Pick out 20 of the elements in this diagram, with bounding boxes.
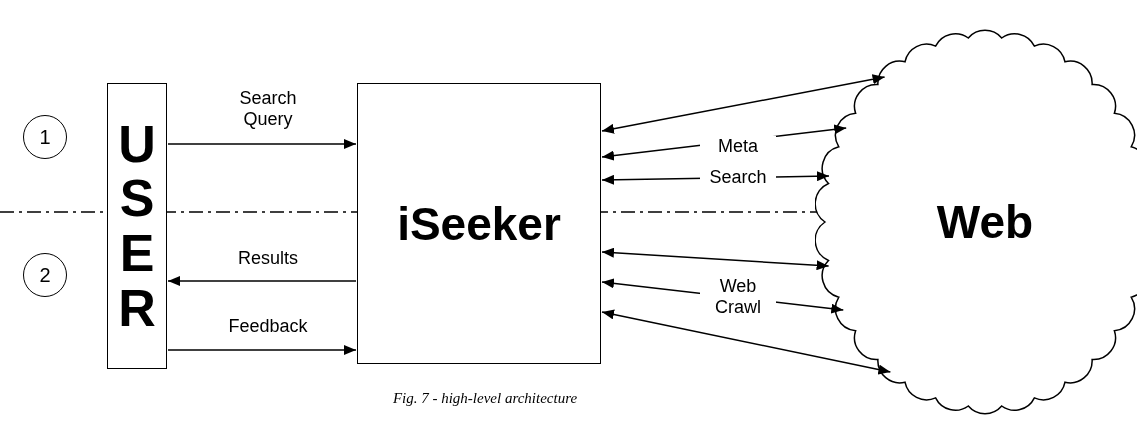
actor-box [107,83,167,369]
step-circle [23,253,67,297]
edge-label: Results [237,247,299,269]
arrow [601,309,892,375]
step-circle [23,115,67,159]
step-number: 1 [39,127,51,147]
cloud-shape [815,27,1137,417]
figure-caption: Fig. 7 - high-level architecture [391,390,579,407]
edge-label: Feedback [228,315,308,337]
edge-label: Search Query [238,88,298,130]
arrow [601,247,830,271]
arrow [601,74,886,134]
node-label: iSeeker [397,200,561,247]
step-number: 2 [39,265,51,285]
node-label: Web [936,199,1034,245]
system-box [357,83,601,364]
actor-label: USER [117,116,157,336]
arrow [167,276,357,286]
arrow [167,139,357,149]
arrow [167,345,357,355]
